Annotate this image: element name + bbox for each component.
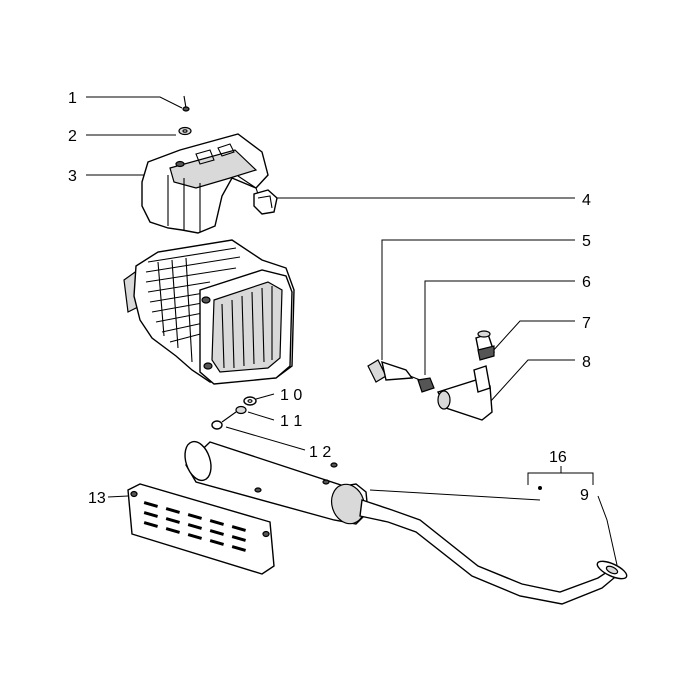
leader-9 (597, 495, 618, 566)
callout-16: 16 (549, 449, 567, 466)
callout-6: 6 (582, 274, 591, 291)
leader-12 (225, 426, 306, 451)
callout-1: 1 (68, 90, 77, 107)
bolt-part-12 (211, 411, 237, 430)
clip-part-4 (253, 189, 278, 215)
leader-8 (489, 359, 575, 403)
bracket-dot (538, 486, 542, 490)
callout-4: 4 (582, 192, 591, 209)
leader-16-bracket (527, 472, 594, 485)
callout-3: 3 (68, 168, 77, 185)
leader-5 (381, 239, 575, 360)
callout-9: 9 (580, 487, 589, 504)
callout-8: 8 (582, 354, 591, 371)
heat-shield-part-13 (127, 483, 275, 575)
callout-5: 5 (582, 233, 591, 250)
lockwasher-part-11 (235, 405, 247, 415)
callout-7: 7 (582, 315, 591, 332)
plug-cap-part-7 (475, 330, 495, 361)
leader-16-main (369, 489, 541, 501)
leader-lines (86, 96, 618, 566)
cowling-part-3 (141, 133, 269, 234)
leader-6 (424, 280, 575, 375)
leader-13 (107, 495, 129, 498)
leader-10 (255, 393, 275, 400)
callout-11: 1 1 (280, 413, 302, 430)
callout-10: 1 0 (280, 387, 302, 404)
spark-plug-part-5 (367, 359, 421, 383)
leader-7 (491, 320, 575, 353)
cylinder-block (123, 239, 295, 385)
callout-13: 13 (88, 490, 106, 507)
screw-part-1 (182, 95, 190, 112)
muffler (184, 440, 369, 525)
callout-12: 1 2 (309, 444, 331, 461)
leader-11 (247, 411, 275, 421)
washer-part-10 (243, 396, 257, 406)
terminal-nut-part-6 (417, 377, 435, 393)
fastener-set (211, 396, 257, 430)
leader-1 (86, 96, 183, 109)
callout-2: 2 (68, 128, 77, 145)
exhaust-pipe (359, 499, 628, 605)
washer-part-2 (178, 126, 192, 136)
plug-boot-part-8 (437, 365, 493, 421)
